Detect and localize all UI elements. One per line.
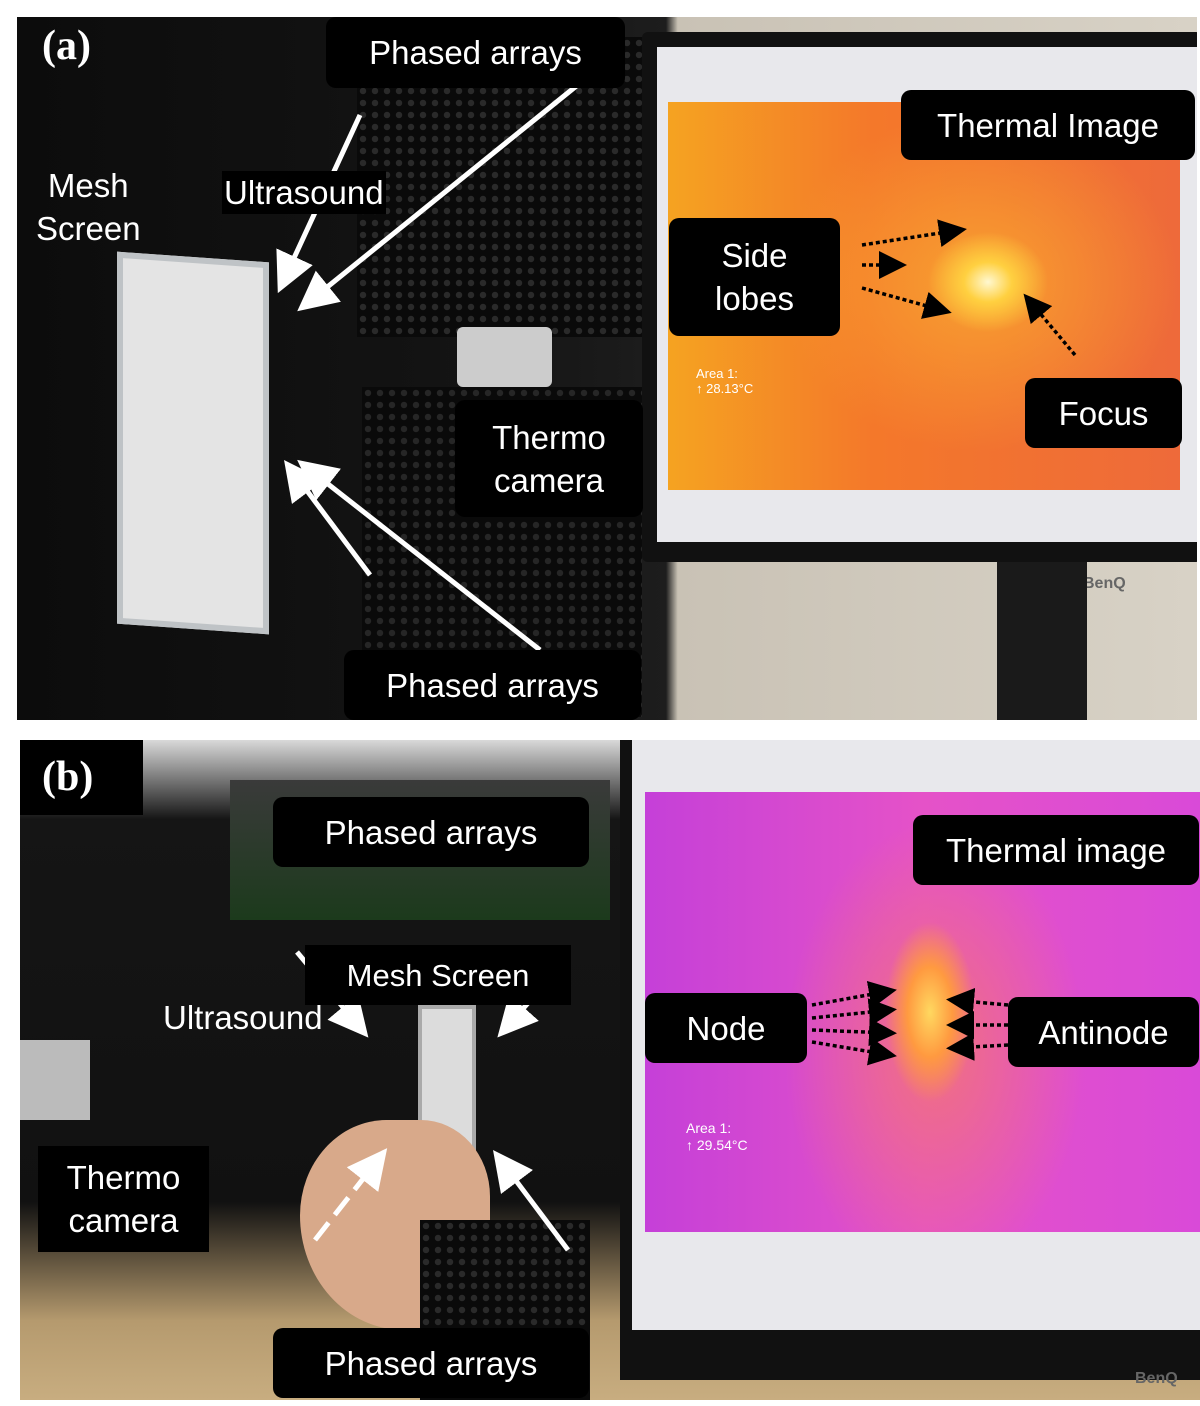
arrow (297, 73, 592, 312)
node-antinode-arrows-b (811, 980, 1009, 1066)
label-side-lobes: Side lobes (669, 218, 840, 336)
label-mesh-screen-a: Mesh Screen (36, 167, 141, 247)
thermo-camera-device (20, 1040, 90, 1120)
thermo-camera-device (457, 327, 552, 387)
arrow (861, 219, 967, 248)
label-thermal-image-b: Thermal image (913, 815, 1199, 885)
ultrasound-arrows-a (276, 73, 592, 652)
arrow (1023, 293, 1077, 357)
arrow (297, 459, 542, 652)
monitor-stand (997, 562, 1087, 720)
label-ultrasound-a: Ultrasound (222, 171, 386, 214)
arrow (811, 980, 897, 1009)
panel-b-label-text: (b) (42, 754, 94, 800)
label-phased-arrays-top-a: Phased arrays (326, 17, 625, 88)
monitor-brand-b: BenQ (1135, 1370, 1178, 1387)
label-focus: Focus (1025, 378, 1182, 448)
area-readout-b: Area 1: ↑ 29.54°C (686, 1120, 748, 1153)
label-node: Node (645, 993, 807, 1063)
label-mesh-screen-b: Mesh Screen (305, 945, 571, 1005)
arrow (811, 998, 897, 1027)
thermal-arrows-a (861, 219, 1077, 357)
arrow (946, 1032, 1009, 1061)
arrow (946, 987, 1009, 1016)
monitor-brand-a: BenQ (1083, 575, 1126, 592)
arrow (811, 1018, 897, 1047)
panel-a-label: (a) (42, 23, 91, 69)
label-antinode: Antinode (1008, 997, 1199, 1067)
label-thermo-camera-b: Thermo camera (38, 1146, 209, 1252)
label-ultrasound-b: Ultrasound (163, 999, 323, 1036)
area-readout-a: Area 1: ↑ 28.13°C (696, 366, 754, 396)
label-thermal-image-a: Thermal Image (901, 90, 1195, 160)
label-phased-arrays-bottom-a: Phased arrays (344, 650, 641, 720)
arrow (313, 1148, 388, 1242)
arrow (811, 1037, 897, 1066)
label-thermo-camera-a: Thermo camera (455, 400, 643, 517)
label-phased-arrays-bottom-b: Phased arrays (273, 1328, 589, 1398)
arrow (861, 286, 952, 319)
arrow (493, 1150, 570, 1252)
panel-b-label: (b) (20, 740, 143, 815)
label-phased-arrays-top-b: Phased arrays (273, 797, 589, 867)
